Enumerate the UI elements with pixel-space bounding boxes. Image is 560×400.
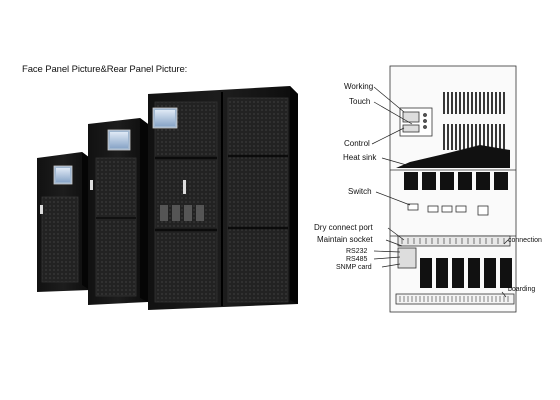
label-rs485: RS485 bbox=[346, 256, 368, 263]
page-heading: Face Panel Picture&Rear Panel Picture: bbox=[22, 64, 188, 75]
label-maintain-socket: Maintain socket bbox=[317, 235, 373, 244]
label-touch: Touch bbox=[349, 97, 371, 106]
label-dry-connect-port: Dry connect port bbox=[314, 223, 373, 232]
upper-vent-grille bbox=[443, 92, 505, 114]
ups-cabinets-photo bbox=[37, 86, 298, 310]
label-control: Control bbox=[344, 139, 370, 148]
label-switch: Switch bbox=[348, 187, 372, 196]
medium-ups-cabinet bbox=[88, 118, 148, 305]
small-ups-cabinet bbox=[37, 152, 90, 292]
label-heat-sink: Heat sink bbox=[343, 153, 377, 162]
leader-lines bbox=[371, 86, 509, 298]
label-working: Working bbox=[344, 82, 374, 91]
label-rs232: RS232 bbox=[346, 248, 368, 255]
large-ups-cabinet bbox=[148, 86, 298, 310]
middle-vent-grille bbox=[443, 124, 505, 150]
label-boarding: boarding bbox=[508, 286, 536, 293]
rear-panel-diagram bbox=[371, 65, 517, 313]
label-snmp-card: SNMP card bbox=[336, 264, 372, 271]
label-connection: connection bbox=[508, 237, 542, 244]
